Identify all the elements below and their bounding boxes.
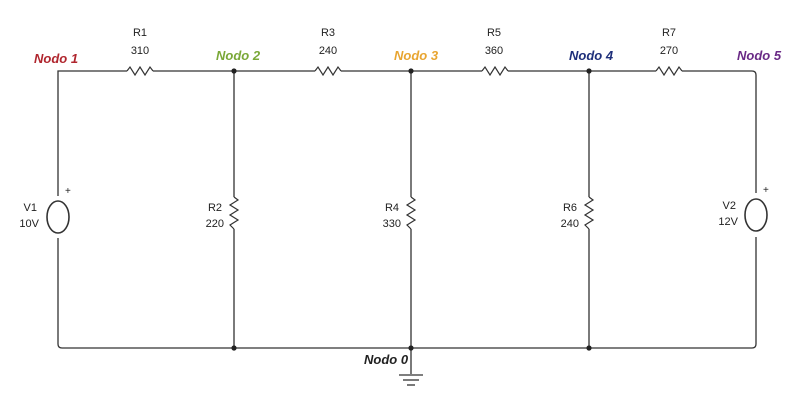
resistor-r4-name: R4: [385, 202, 399, 214]
voltage-source-v2-polarity: +: [763, 185, 769, 196]
wire-right-lower: [751, 237, 757, 349]
resistor-r1-symbol: [126, 65, 154, 77]
node-label-5: Nodo 5: [737, 48, 782, 63]
voltage-source-v2-name: V2: [723, 200, 736, 212]
voltage-source-v2-value: 12V: [718, 216, 738, 228]
resistor-r3-name: R3: [321, 27, 335, 39]
resistor-r6-name: R6: [563, 202, 577, 214]
node-label-1: Nodo 1: [34, 51, 78, 66]
resistor-r5-value: 360: [485, 45, 503, 57]
node-label-3: Nodo 3: [394, 48, 439, 63]
resistor-r4-symbol: [405, 196, 417, 230]
wire-left-lower: [57, 238, 63, 349]
resistor-r4: [405, 196, 417, 230]
voltage-source-v1-symbol: [46, 200, 70, 234]
resistor-r4-value: 330: [383, 218, 401, 230]
voltage-source-v1-name: V1: [24, 202, 37, 214]
resistor-r2-name: R2: [208, 202, 222, 214]
junction-n3-bottom: [408, 345, 414, 351]
resistor-r6-symbol: [583, 196, 595, 230]
resistor-r2-value: 220: [206, 218, 224, 230]
junction-n4-bottom: [586, 345, 592, 351]
resistor-r7-symbol: [655, 65, 683, 77]
resistor-r1-value: 310: [131, 45, 149, 57]
junction-n3-top: [408, 68, 414, 74]
resistor-r2: [228, 196, 240, 230]
resistor-r3-symbol: [314, 65, 342, 77]
resistor-r7-name: R7: [662, 27, 676, 39]
resistor-r7-value: 270: [660, 45, 678, 57]
junctions: [231, 68, 592, 351]
resistor-r3: [314, 65, 342, 77]
resistor-r1: [126, 65, 154, 77]
resistor-r6-value: 240: [561, 218, 579, 230]
resistor-r7: [655, 65, 683, 77]
node-label-2: Nodo 2: [216, 48, 261, 63]
resistor-r5-symbol: [481, 65, 509, 77]
voltage-source-v1-polarity: +: [65, 186, 71, 197]
node-label-4: Nodo 4: [569, 48, 614, 63]
voltage-source-v1: [46, 200, 70, 234]
resistor-r1-name: R1: [133, 27, 147, 39]
wire-top-segment-5: [682, 70, 757, 76]
wires: [57, 70, 757, 374]
resistor-r2-symbol: [228, 196, 240, 230]
resistor-r5: [481, 65, 509, 77]
voltage-source-v2: [744, 198, 768, 232]
junction-n4-top: [586, 68, 592, 74]
junction-n2-bottom: [231, 345, 237, 351]
ground-icon: [399, 374, 423, 386]
junction-n2-top: [231, 68, 237, 74]
voltage-source-v2-symbol: [744, 198, 768, 232]
wire-top-n1-r1: [57, 70, 62, 75]
resistor-r5-name: R5: [487, 27, 501, 39]
voltage-source-v1-value: 10V: [19, 218, 39, 230]
resistor-r3-value: 240: [319, 45, 337, 57]
node-label-0: Nodo 0: [364, 352, 409, 367]
resistor-r6: [583, 196, 595, 230]
